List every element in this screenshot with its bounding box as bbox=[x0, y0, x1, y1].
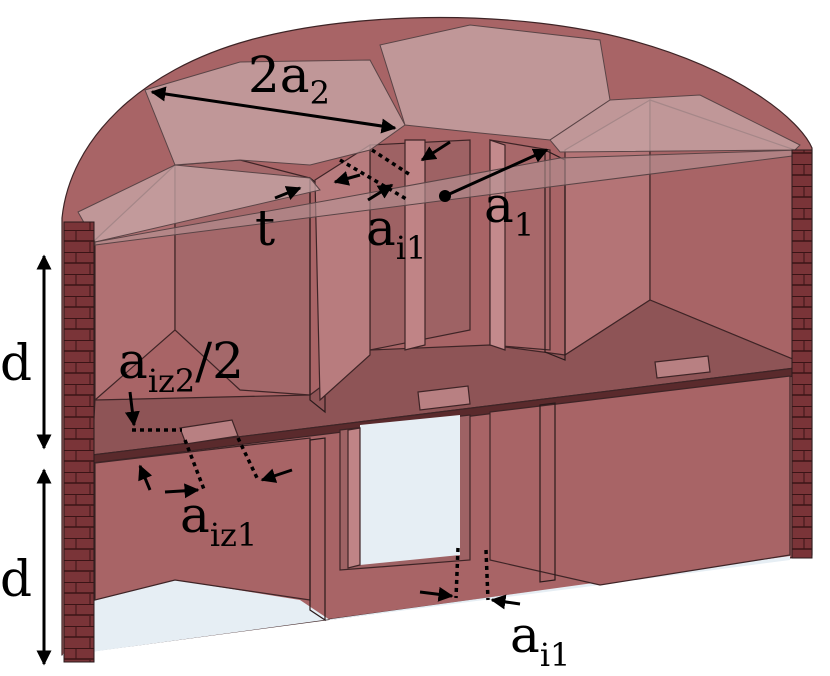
vane-lower-left bbox=[309, 437, 326, 622]
dimension-annotations bbox=[36, 86, 549, 666]
vane-upper-left-face bbox=[314, 143, 371, 402]
label-a-iz2-half: aiz2/2 bbox=[118, 332, 244, 400]
label-a-i1-bottom: ai1 bbox=[510, 606, 570, 674]
a-i1-bottom-arrow-right bbox=[490, 594, 521, 610]
lower-back-wall-right bbox=[489, 375, 791, 586]
lower-opening bbox=[360, 415, 460, 565]
partition-iris-tab-right bbox=[654, 355, 711, 379]
a-i1-top-dotted bbox=[339, 148, 413, 202]
a-iz1-arrow-left bbox=[164, 483, 200, 499]
middle-partition-plate bbox=[91, 299, 796, 464]
label-a1: a1 bbox=[484, 176, 534, 244]
a-iz2-arrow-up bbox=[138, 464, 153, 491]
brick-wall-right bbox=[791, 149, 813, 559]
t-arrow-left bbox=[274, 186, 302, 200]
a-i1-bottom-arrow-left bbox=[419, 586, 454, 602]
labels: 2a2 t ai1 a1 d d aiz2/2 aiz1 ai1 bbox=[0, 46, 570, 674]
vane-upper-right-face bbox=[544, 149, 566, 361]
a-i1-bottom-dotted bbox=[454, 547, 490, 601]
label-2a2: 2a2 bbox=[248, 46, 330, 112]
brick-wall-left bbox=[63, 221, 95, 663]
two-a2-arrow bbox=[150, 86, 397, 134]
label-a-i1-top: ai1 bbox=[366, 199, 426, 267]
t-arrow-right bbox=[333, 171, 361, 186]
a-iz1-dotted bbox=[183, 437, 260, 493]
label-d-upper: d bbox=[0, 334, 32, 392]
label-t: t bbox=[255, 199, 275, 257]
a-iz2-arrow bbox=[124, 391, 140, 427]
a1-arrow bbox=[444, 148, 549, 198]
label-d-lower: d bbox=[0, 550, 32, 608]
partition-iris-tab-center bbox=[417, 385, 471, 411]
partition-iris-tab-left bbox=[179, 419, 239, 445]
vane-lower-center-right bbox=[539, 402, 556, 583]
vane-lower-center-left bbox=[347, 427, 361, 569]
a-i1-top-arrow-up bbox=[367, 183, 394, 202]
label-a-iz1: aiz1 bbox=[180, 486, 257, 554]
a-i1-top-arrow-down bbox=[420, 140, 451, 162]
a-iz1-arrow-right bbox=[260, 468, 293, 483]
